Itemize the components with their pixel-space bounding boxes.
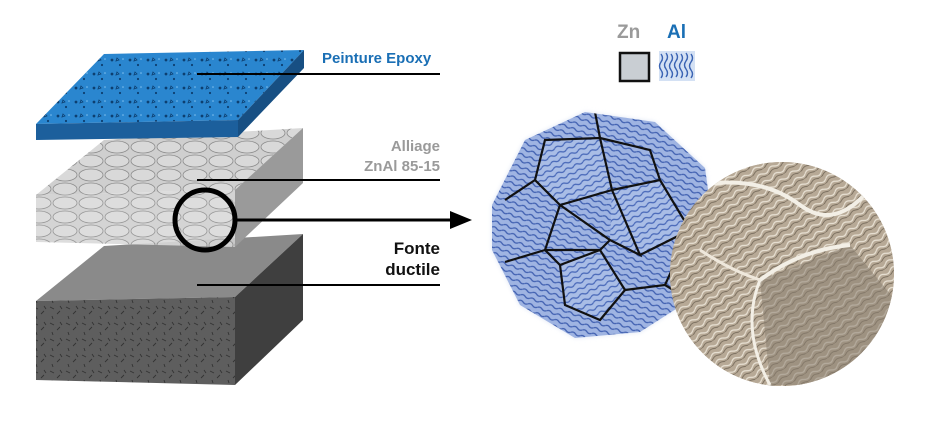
zoom-arrow-head (450, 211, 472, 229)
ductile-iron-label-line1: Fonte (393, 239, 440, 258)
ductile-iron-label-line2: ductile (385, 260, 440, 279)
legend-al-label: Al (667, 22, 686, 43)
ductile-iron-layer (36, 234, 303, 385)
al-swatch (658, 51, 695, 81)
grain-structure-micrograph (492, 112, 715, 338)
ductile-iron-label: Fonte ductile (330, 238, 440, 280)
epoxy-paint-layer (36, 50, 304, 140)
znal-alloy-label-line2: ZnAl 85-15 (364, 158, 440, 175)
znal-alloy-layer (36, 128, 303, 247)
sem-micrograph (670, 162, 894, 386)
znal-alloy-label: Alliage ZnAl 85-15 (330, 137, 440, 177)
epoxy-paint-label: Peinture Epoxy (322, 50, 432, 67)
znal-alloy-label-line1: Alliage (390, 138, 440, 155)
legend-zn-label: Zn (617, 22, 641, 43)
zn-swatch (618, 51, 651, 83)
